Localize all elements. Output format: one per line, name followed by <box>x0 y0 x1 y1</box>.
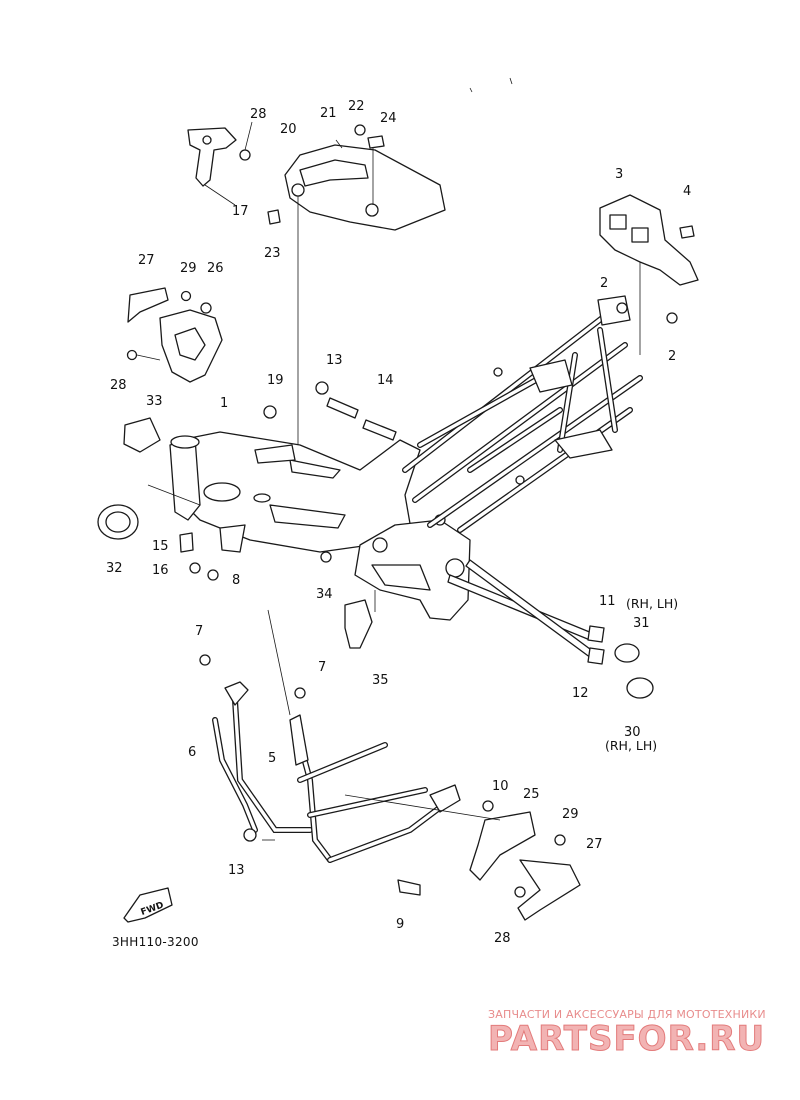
callout-9: 10 <box>492 779 509 794</box>
headlight-stay-part <box>187 121 253 206</box>
callout-14: 14 <box>377 373 394 388</box>
callout-16: 16 <box>152 563 169 578</box>
callout-21: 21 <box>320 106 337 121</box>
main-frame-part <box>169 431 471 621</box>
callout-10: 9 <box>396 917 404 932</box>
fasteners-part <box>97 381 397 649</box>
callout-17: 17 <box>232 204 249 219</box>
cover-plate-part <box>267 124 446 455</box>
callout-30: 32 <box>106 561 123 576</box>
callout-25: 25 <box>523 787 540 802</box>
callout-20: 20 <box>280 122 297 137</box>
callout-11: 11 <box>599 594 616 609</box>
callout-1: 1 <box>220 396 228 411</box>
note-rh-lh-11: (RH, LH) <box>626 596 678 611</box>
left-bracket-part <box>126 287 223 383</box>
callout-22: 22 <box>348 99 365 114</box>
callout-23: 23 <box>264 246 281 261</box>
callout-27b: 27 <box>586 837 603 852</box>
callout-6: 6 <box>188 745 196 760</box>
forward-arrow-icon: FWD <box>123 887 173 923</box>
callout-2b: 2 <box>668 349 676 364</box>
callout-2a: 2 <box>600 276 608 291</box>
callout-15: 15 <box>152 539 169 554</box>
callout-29b: 29 <box>562 807 579 822</box>
callout-32: 34 <box>316 587 333 602</box>
callout-29a: 29 <box>180 261 197 276</box>
callout-7a: 7 <box>195 624 203 639</box>
watermark-logo: PARTSFOR.RU <box>488 1019 765 1059</box>
callout-labels: 28 17 20 21 22 24 23 3 4 2 2 27 29 26 28… <box>106 99 691 946</box>
callout-13a: 13 <box>326 353 343 368</box>
callout-33: 30 <box>624 725 641 740</box>
callout-5: 5 <box>268 751 276 766</box>
callout-24: 24 <box>380 111 397 126</box>
lower-cradle-part <box>199 609 581 921</box>
callout-34: 31 <box>633 616 650 631</box>
callout-8: 8 <box>232 573 240 588</box>
callout-3: 3 <box>615 167 623 182</box>
rear-bracket-part <box>599 194 699 355</box>
callout-28a: 28 <box>110 378 127 393</box>
callout-12: 12 <box>572 686 589 701</box>
rear-subframe-part <box>402 295 678 533</box>
callout-35: 35 <box>372 673 389 688</box>
callout-4: 4 <box>683 184 691 199</box>
callout-31: 33 <box>146 394 163 409</box>
figure-code: 3HH110-3200 <box>112 935 199 949</box>
callout-27a: 27 <box>138 253 155 268</box>
callout-18: 28 <box>250 107 267 122</box>
note-rh-lh-33: (RH, LH) <box>605 738 657 753</box>
watermark: ЗАПЧАСТИ И АКСЕССУАРЫ ДЛЯ МОТОТЕХНИКИ PA… <box>488 1008 766 1060</box>
engine-bolts-part <box>447 559 654 699</box>
callout-7b: 7 <box>318 660 326 675</box>
watermark-tagline: ЗАПЧАСТИ И АКСЕССУАРЫ ДЛЯ МОТОТЕХНИКИ <box>488 1008 766 1021</box>
callout-19: 19 <box>267 373 284 388</box>
callout-26: 26 <box>207 261 224 276</box>
callout-13b: 13 <box>228 863 245 878</box>
callout-28b: 28 <box>494 931 511 946</box>
